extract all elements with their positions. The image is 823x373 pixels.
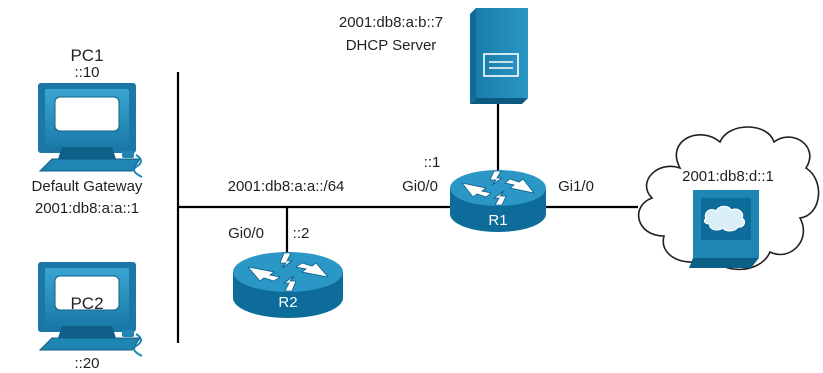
r2-name: R2 <box>278 294 297 311</box>
segment-prefix: 2001:db8:a:a::/64 <box>228 178 345 195</box>
remote-address: 2001:db8:d::1 <box>682 168 774 185</box>
r1-interface-right: Gi1/0 <box>558 178 594 195</box>
dhcp-address: 2001:db8:a:b::7 <box>339 14 443 31</box>
dhcp-server-icon[interactable] <box>470 8 528 104</box>
pc1-icon[interactable] <box>38 83 143 178</box>
r1-interface-left: Gi0/0 <box>402 178 438 195</box>
r1-address: ::1 <box>424 154 441 171</box>
r1-name: R1 <box>488 212 507 229</box>
r2-interface: Gi0/0 <box>228 225 264 242</box>
r2-router-icon[interactable] <box>233 252 343 318</box>
r1-router-icon[interactable] <box>450 170 546 232</box>
terminal-icon[interactable] <box>689 190 759 268</box>
gateway-title: Default Gateway <box>32 178 143 195</box>
pc2-icon[interactable] <box>38 262 143 357</box>
pc2-address: ::20 <box>74 355 99 372</box>
r2-address: ::2 <box>293 225 310 242</box>
pc2-name: PC2 <box>70 294 103 313</box>
gateway-address: 2001:db8:a:a::1 <box>35 200 139 217</box>
pc1-name: PC1 <box>70 46 103 65</box>
links <box>176 72 638 343</box>
dhcp-label: DHCP Server <box>346 37 437 54</box>
pc1-address: ::10 <box>74 64 99 81</box>
